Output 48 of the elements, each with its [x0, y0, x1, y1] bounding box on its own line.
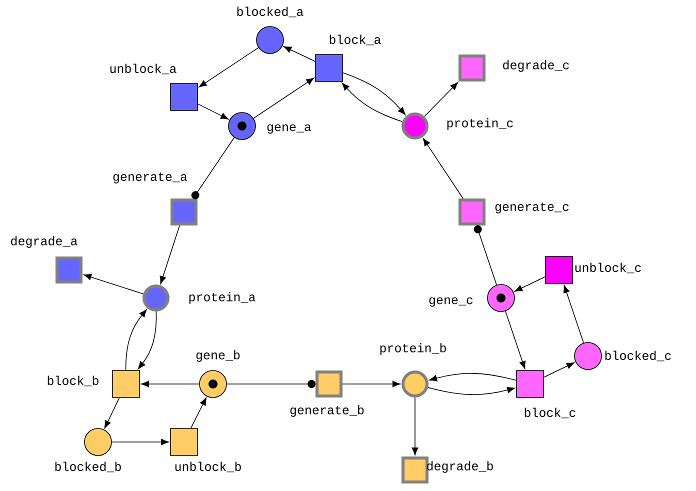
node-label: unblock_b	[175, 462, 241, 472]
arrow	[253, 78, 314, 119]
arrow	[138, 311, 157, 370]
node-label: protein_c	[447, 118, 513, 130]
arrow	[226, 380, 316, 388]
arrow	[125, 309, 147, 370]
node-label: gene_c	[429, 297, 473, 307]
node-label: blocked_a	[237, 6, 304, 18]
node-label: degrade_b	[427, 461, 493, 473]
node-label: gene_b	[196, 350, 240, 362]
arrow	[544, 362, 574, 378]
arrow	[342, 72, 406, 115]
arrow	[474, 225, 497, 286]
arrow	[160, 225, 180, 284]
node-label: blocked_c	[605, 350, 671, 362]
node-label: unblock_c	[575, 262, 641, 274]
node-label: unblock_a	[110, 64, 176, 74]
arrow	[284, 46, 316, 62]
arrow	[191, 137, 235, 200]
arrow	[429, 373, 516, 382]
arrow	[412, 397, 418, 456]
arrow	[428, 386, 515, 395]
node-label: generate_b	[290, 405, 364, 417]
node-label: block_b	[48, 376, 98, 386]
arrow	[190, 397, 206, 428]
node-label: generate_a	[113, 172, 188, 184]
arrow	[505, 310, 526, 369]
arrow	[104, 398, 120, 428]
node-label: blocked_b	[55, 462, 121, 472]
node-label: gene_a	[267, 124, 312, 134]
node-label: degrade_a	[11, 236, 78, 248]
arrow	[342, 380, 400, 388]
arrow	[141, 380, 200, 388]
arrow	[112, 438, 169, 446]
arrow	[514, 276, 546, 292]
arrow	[563, 285, 584, 344]
node-label: protein_b	[380, 343, 446, 355]
node-label: block_a	[330, 34, 381, 46]
node-label: generate_c	[495, 202, 569, 214]
arrow	[198, 104, 229, 120]
node-label: protein_a	[189, 292, 256, 304]
arrow	[198, 47, 259, 88]
arrow	[424, 82, 458, 117]
arrow	[342, 82, 403, 122]
node-label: block_c	[524, 408, 576, 418]
node-label: degrade_c	[503, 60, 569, 72]
arrow	[84, 274, 144, 294]
arrow	[422, 138, 464, 199]
